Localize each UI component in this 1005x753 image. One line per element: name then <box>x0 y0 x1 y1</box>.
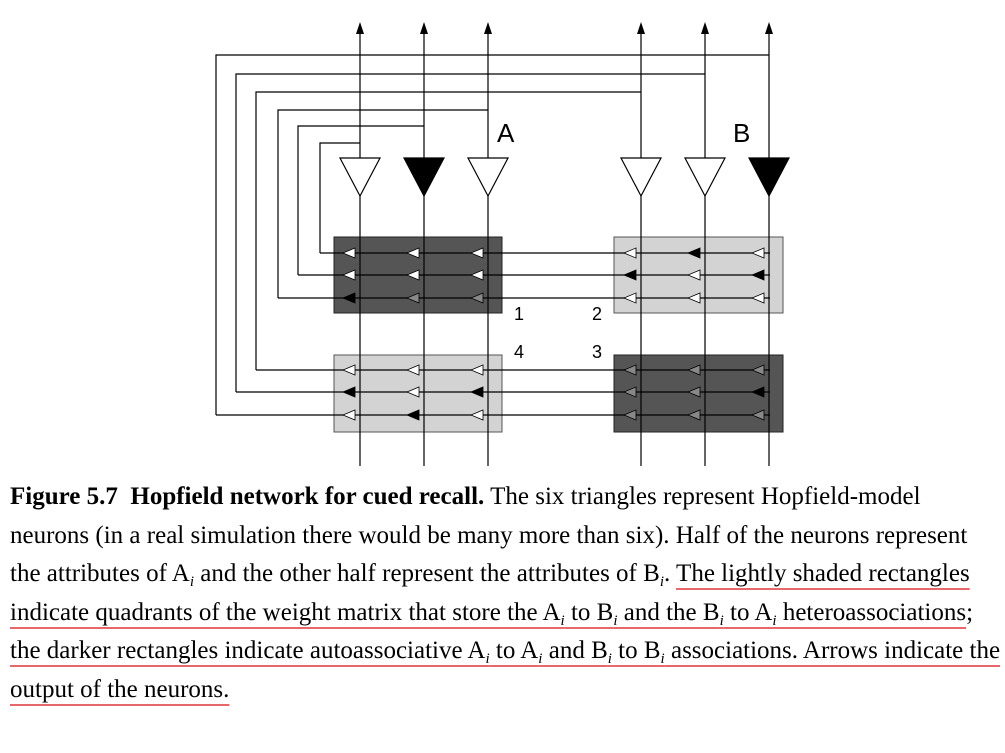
neuron-a2 <box>403 157 445 198</box>
quadrant-number-3: 3 <box>592 342 602 362</box>
neuron-a3 <box>467 157 509 198</box>
neuron-b2 <box>684 157 726 198</box>
subscript-i: i <box>659 574 664 590</box>
caption-text: ; <box>966 598 974 626</box>
quadrant-number-1: 1 <box>514 304 524 324</box>
figure-title: Hopfield network for cued recall. <box>130 483 485 510</box>
neurons <box>339 157 790 198</box>
caption-text: and the other half represent the attribu… <box>194 560 660 587</box>
neuron-b1 <box>620 157 662 198</box>
group-a-label: A <box>497 118 515 148</box>
highlighted-sentence-heteroassociations: The lightly shaded rectangles indicate q… <box>10 560 970 629</box>
neuron-a1 <box>339 157 381 198</box>
hopfield-network-diagram: A B 1 2 3 4 <box>215 22 790 466</box>
synapse-arrows <box>341 247 765 421</box>
quadrant-number-4: 4 <box>514 342 524 362</box>
subscript-i: i <box>189 574 194 590</box>
figure-number: Figure 5.7 <box>10 483 118 510</box>
neuron-b3 <box>748 157 790 198</box>
output-arrowheads <box>356 22 773 34</box>
highlighted-sentence-autoassociations: the darker rectangles indicate autoassoc… <box>10 637 1001 703</box>
caption-text: The six triangles represent Hopfield-mod… <box>10 483 968 587</box>
quadrant-number-2: 2 <box>592 304 602 324</box>
figure-caption: Figure 5.7 Hopfield network for cued rec… <box>10 478 1002 709</box>
caption-text: . <box>663 560 671 587</box>
group-b-label: B <box>733 118 750 148</box>
